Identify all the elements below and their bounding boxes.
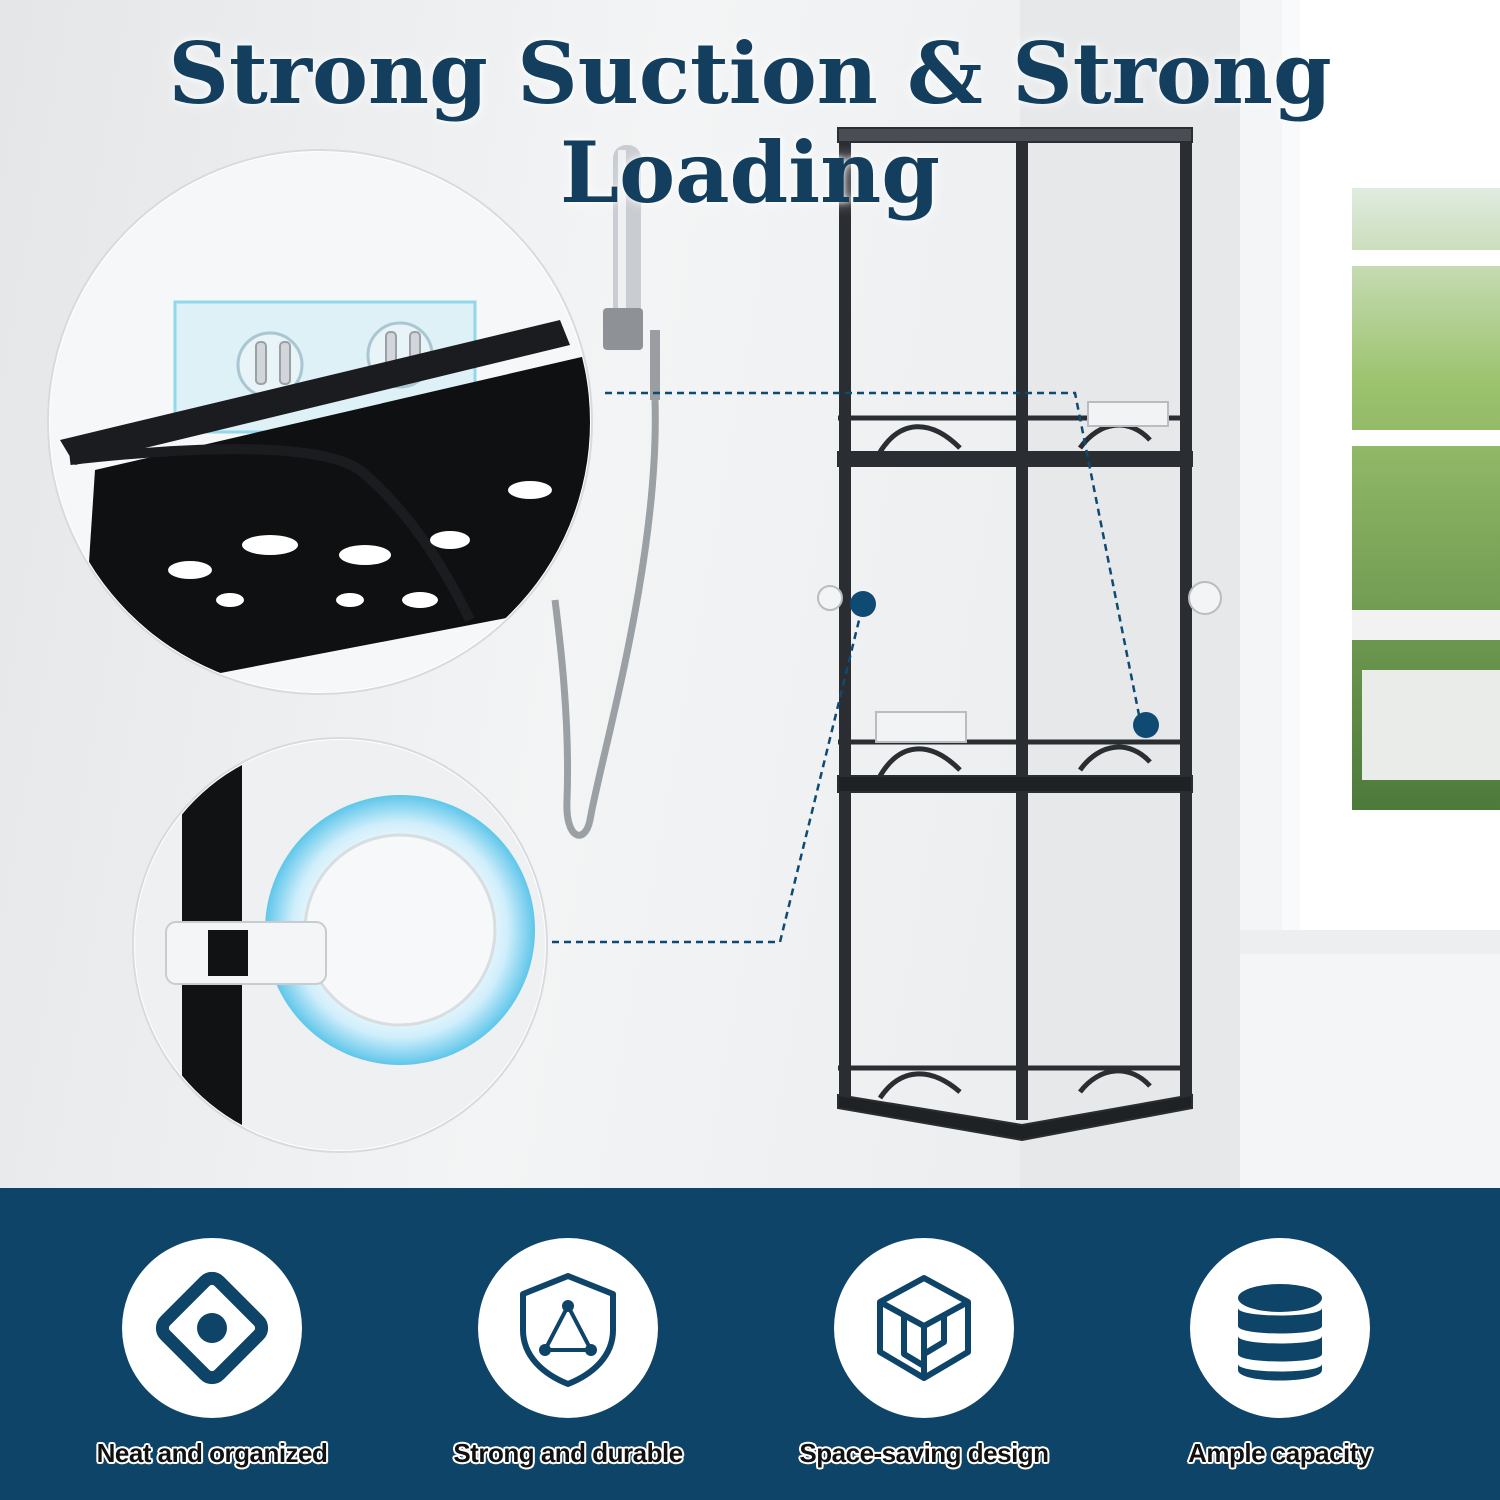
window — [1240, 0, 1500, 954]
feature-icon-circle — [122, 1238, 302, 1418]
feature-strong-durable: Strong and durable — [418, 1188, 718, 1500]
corner-shelf — [817, 127, 1222, 1142]
feature-space-saving: Space-saving design — [774, 1188, 1074, 1500]
diamond-target-icon — [155, 1271, 269, 1385]
feature-label: Strong and durable — [453, 1438, 683, 1468]
scene-illustration — [47, 0, 1500, 1153]
feature-label: Neat and organized — [96, 1438, 328, 1468]
callout-lines — [552, 391, 1142, 944]
product-scene: Strong Suction & Strong Loading — [0, 0, 1500, 1188]
callout-dot-lower — [850, 591, 876, 617]
feature-neat-organized: Neat and organized — [62, 1188, 362, 1500]
detail-circle-hooks — [47, 149, 593, 695]
feature-ample-capacity: Ample capacity — [1130, 1188, 1430, 1500]
cube-icon — [877, 1275, 971, 1381]
headline: Strong Suction & Strong Loading — [168, 24, 1332, 222]
feature-icon-circle — [478, 1238, 658, 1418]
feature-icon-circle — [1190, 1238, 1370, 1418]
database-stack-icon — [1238, 1284, 1322, 1381]
feature-icon-circle — [834, 1238, 1014, 1418]
shower-head — [551, 145, 660, 839]
feature-label: Ample capacity — [1188, 1438, 1372, 1468]
feature-label: Space-saving design — [799, 1438, 1049, 1468]
shield-triangle-icon — [520, 1273, 616, 1387]
detail-circle-suction — [132, 737, 548, 1153]
callout-dot-upper — [1133, 712, 1159, 738]
feature-band: Neat and organized Strong and durable — [0, 1188, 1500, 1500]
